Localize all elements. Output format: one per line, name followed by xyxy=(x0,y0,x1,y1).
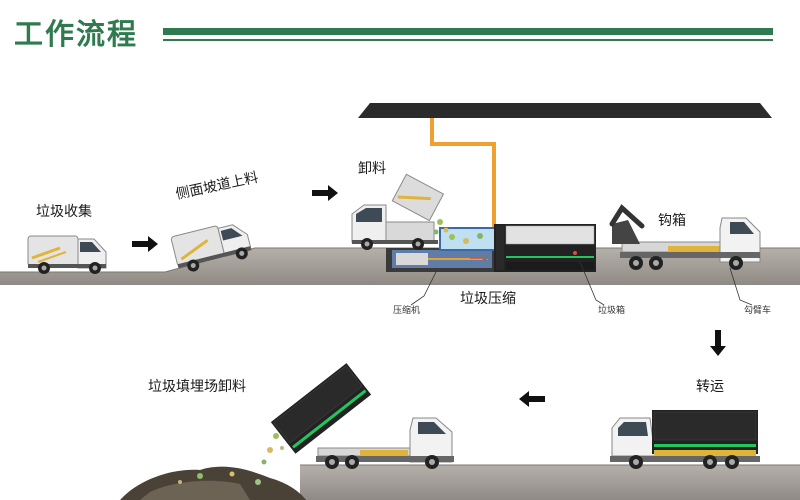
leader-lines xyxy=(410,261,753,306)
part-bin-label: 垃圾箱 xyxy=(598,306,626,316)
compactor-unit xyxy=(439,224,596,272)
page-title: 工作流程 xyxy=(14,17,139,51)
arrow-right-icon xyxy=(132,236,158,252)
canopy-roof xyxy=(358,103,772,232)
collection-truck xyxy=(27,235,107,274)
lower-ground xyxy=(300,464,800,500)
arrow-down-icon xyxy=(710,330,726,356)
transport-truck xyxy=(610,410,760,469)
step-compress-label: 垃圾压缩 xyxy=(460,291,516,307)
arrow-left-icon xyxy=(519,391,545,407)
step-unload-label: 卸料 xyxy=(358,161,386,177)
header-rule xyxy=(163,28,773,41)
hook-lift-truck xyxy=(609,204,761,270)
step-landfill-label: 垃圾填埋场卸料 xyxy=(148,379,246,395)
step-collect-label: 垃圾收集 xyxy=(36,204,92,220)
ramp-truck xyxy=(170,224,252,272)
step-transport-label: 转运 xyxy=(696,379,724,395)
arrow-right-icon xyxy=(312,185,338,201)
part-hook-truck-label: 勾臂车 xyxy=(744,306,772,316)
dumping-truck xyxy=(261,363,454,469)
step-hook-label: 钩箱 xyxy=(658,213,686,229)
unloading-truck xyxy=(351,173,449,250)
landfill-pile xyxy=(120,466,306,500)
part-compressor-label: 压缩机 xyxy=(393,306,421,316)
flow-arrows xyxy=(132,185,726,407)
